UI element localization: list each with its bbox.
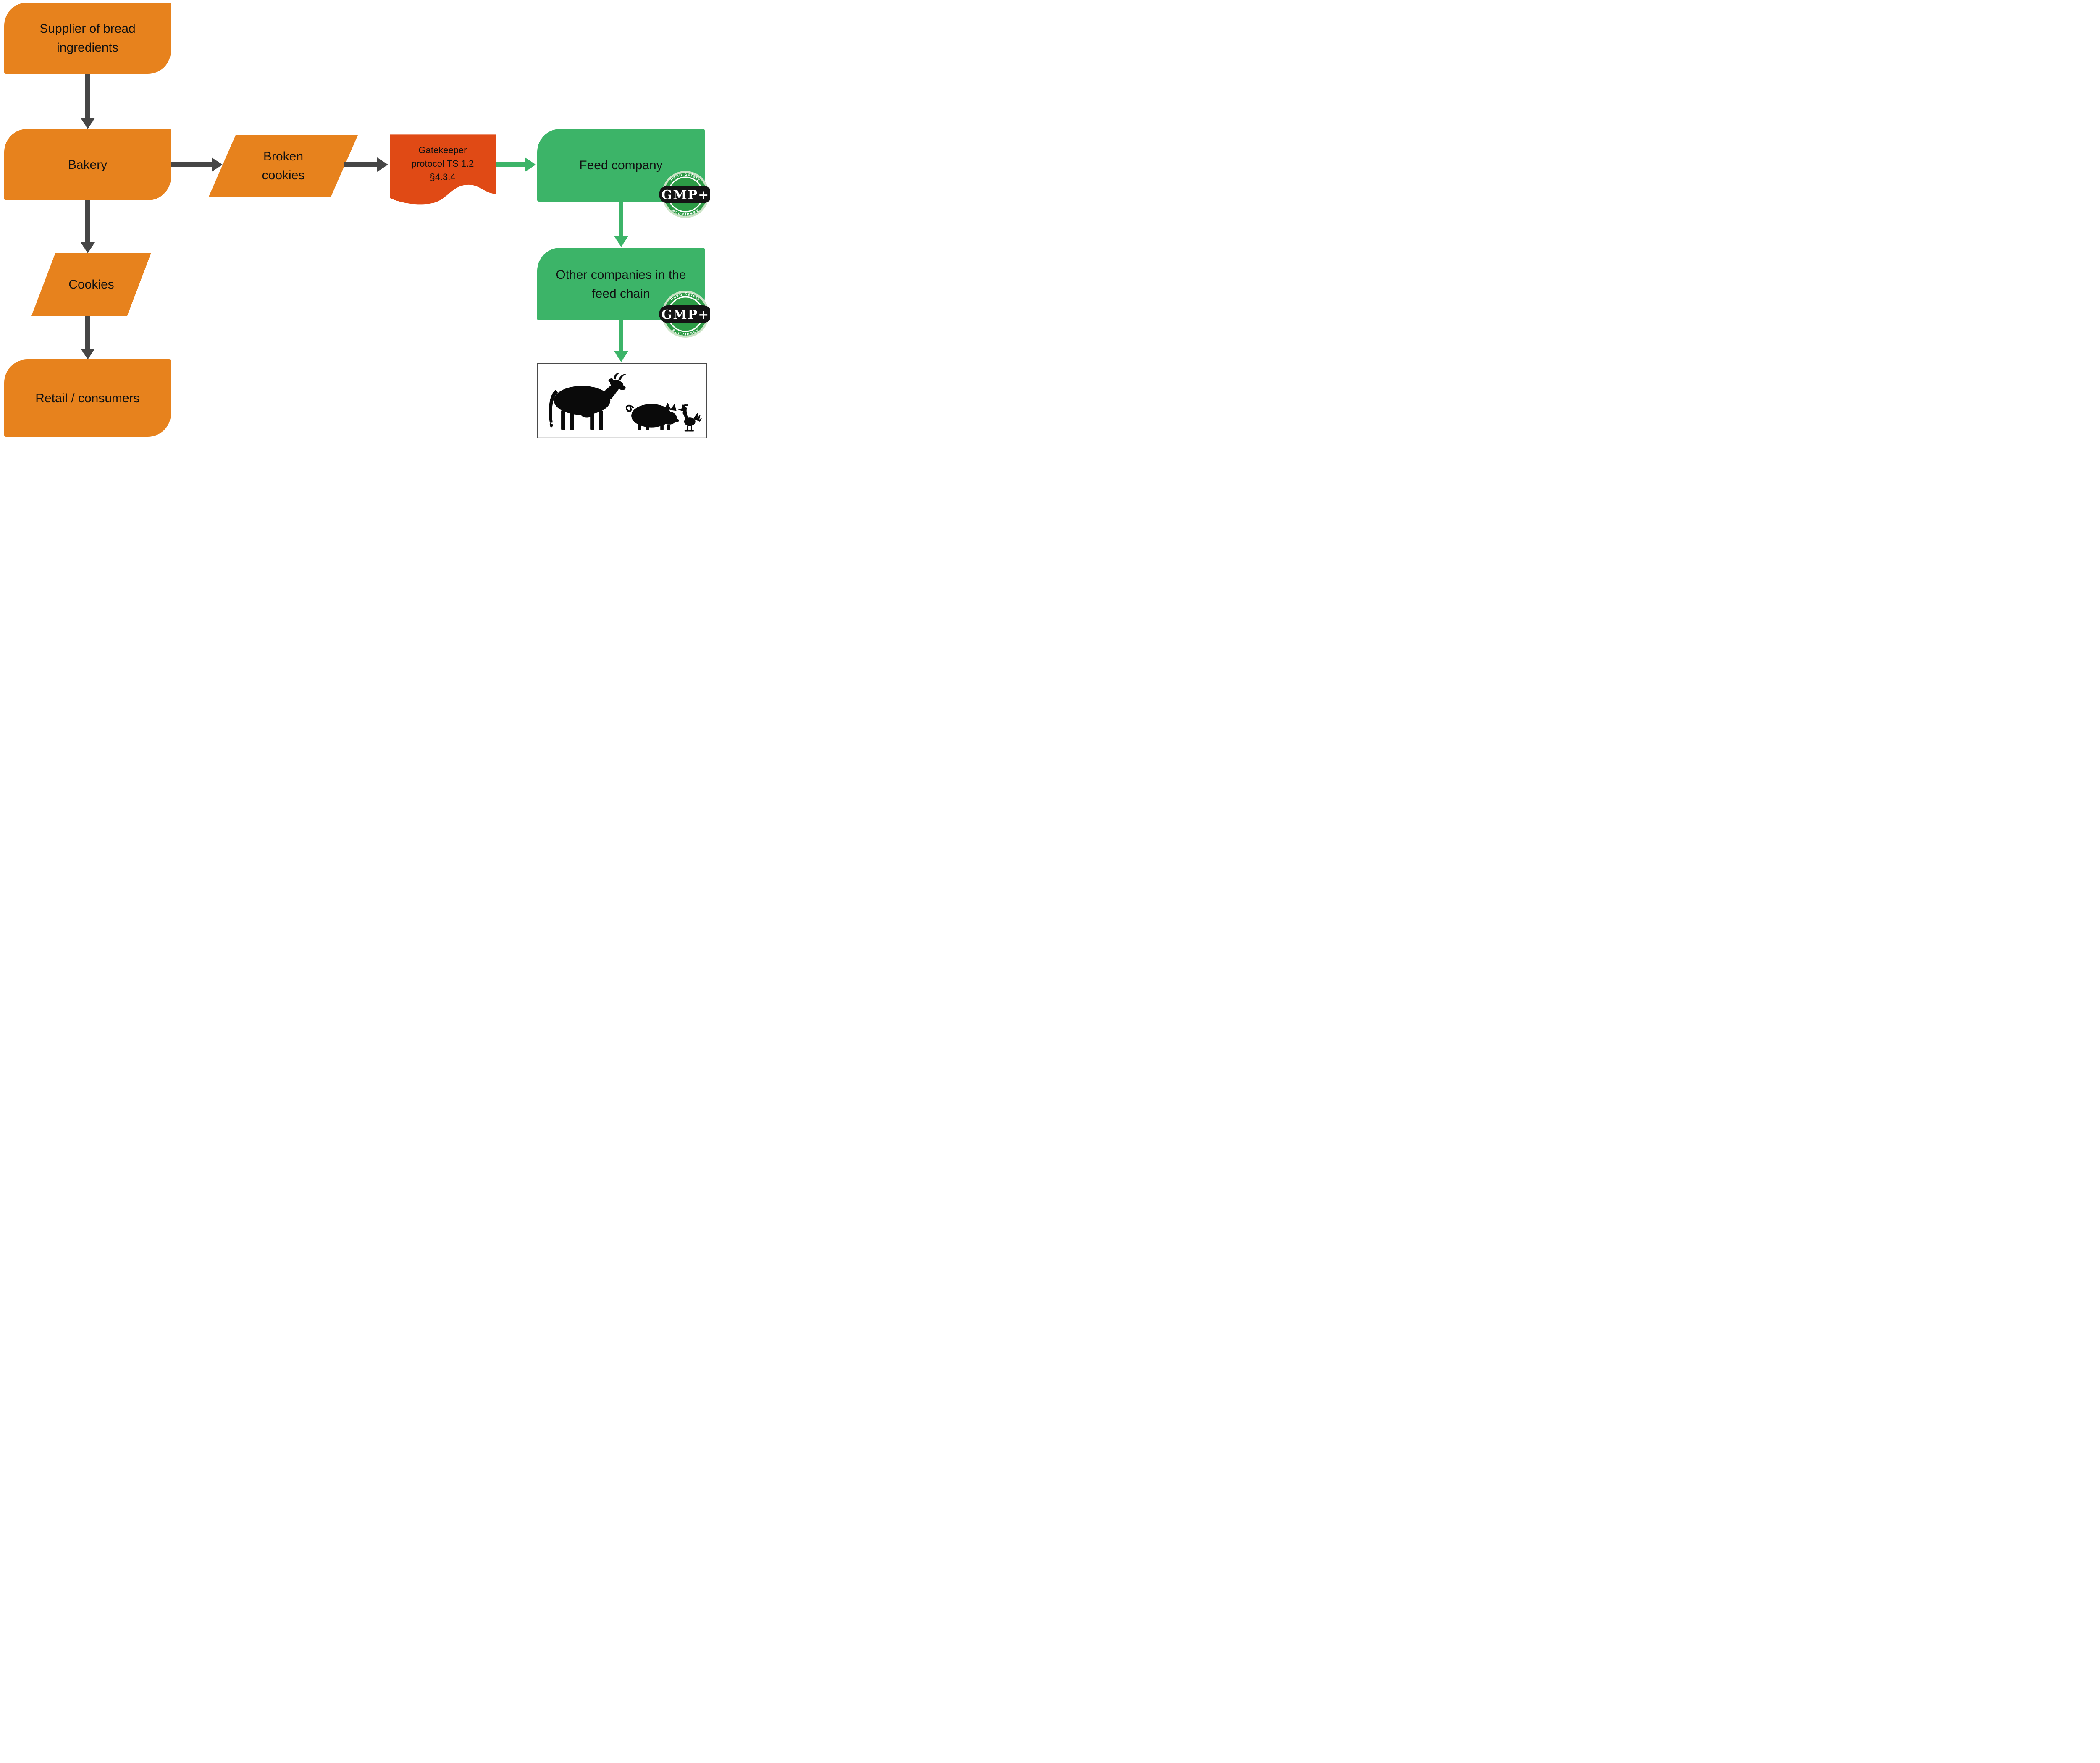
gmp-badge-feed-company: Feed Safety Assurance GMP+ <box>659 171 710 218</box>
arrow-head <box>81 118 95 129</box>
arrow-head <box>81 242 95 253</box>
arrow-shaft <box>85 74 90 118</box>
node-broken-cookies-label: Broken cookies <box>262 150 305 182</box>
node-gatekeeper-document: Gatekeeper protocol TS 1.2 §4.3.4 <box>390 134 496 205</box>
node-supplier-label: Supplier of bread ingredients <box>39 22 136 55</box>
badge-band <box>659 186 710 203</box>
rooster-icon <box>677 404 702 432</box>
node-bakery: Bakery <box>4 129 171 200</box>
node-gatekeeper-label: Gatekeeper protocol TS 1.2 §4.3.4 <box>411 145 474 182</box>
node-other-companies-label: Other companies in the feed chain <box>556 268 686 301</box>
node-retail: Retail / consumers <box>4 359 171 437</box>
arrow-head <box>81 349 95 359</box>
livestock-silhouettes <box>549 372 702 432</box>
document-shape <box>390 134 496 205</box>
node-supplier: Supplier of bread ingredients <box>4 3 171 74</box>
node-cookies-label: Cookies <box>68 277 114 291</box>
arrow-head <box>614 236 628 247</box>
node-cookies: Cookies <box>32 253 151 316</box>
arrow-shaft <box>85 200 90 243</box>
arrow-head <box>614 351 628 362</box>
pig-icon <box>625 403 679 430</box>
arrow-shaft <box>619 320 623 352</box>
node-broken-cookies: Broken cookies <box>209 135 358 197</box>
node-feed-company-label: Feed company <box>579 158 663 172</box>
badge-gmp-label: GMP+ <box>662 188 710 202</box>
badge-band <box>659 305 710 323</box>
arrow-shaft <box>496 162 525 167</box>
arrow-head <box>525 157 536 172</box>
node-bakery-label: Bakery <box>68 157 108 172</box>
badge-gmp-label: GMP+ <box>662 307 710 322</box>
arrow-shaft <box>171 162 212 167</box>
flow-diagram: Supplier of bread ingredients Bakery Bro… <box>0 0 710 441</box>
arrow-shaft <box>344 162 378 167</box>
arrow-shaft <box>85 316 90 349</box>
node-retail-label: Retail / consumers <box>35 391 140 405</box>
arrow-head <box>377 157 388 172</box>
document-shape-path <box>390 134 496 205</box>
node-gatekeeper-label-wrap: Gatekeeper protocol TS 1.2 §4.3.4 <box>390 138 496 190</box>
arrow-shaft <box>619 202 623 236</box>
livestock-image <box>537 363 707 438</box>
cow-icon <box>549 372 627 430</box>
gmp-badge-other-companies: Feed Safety Assurance GMP+ <box>659 291 710 338</box>
